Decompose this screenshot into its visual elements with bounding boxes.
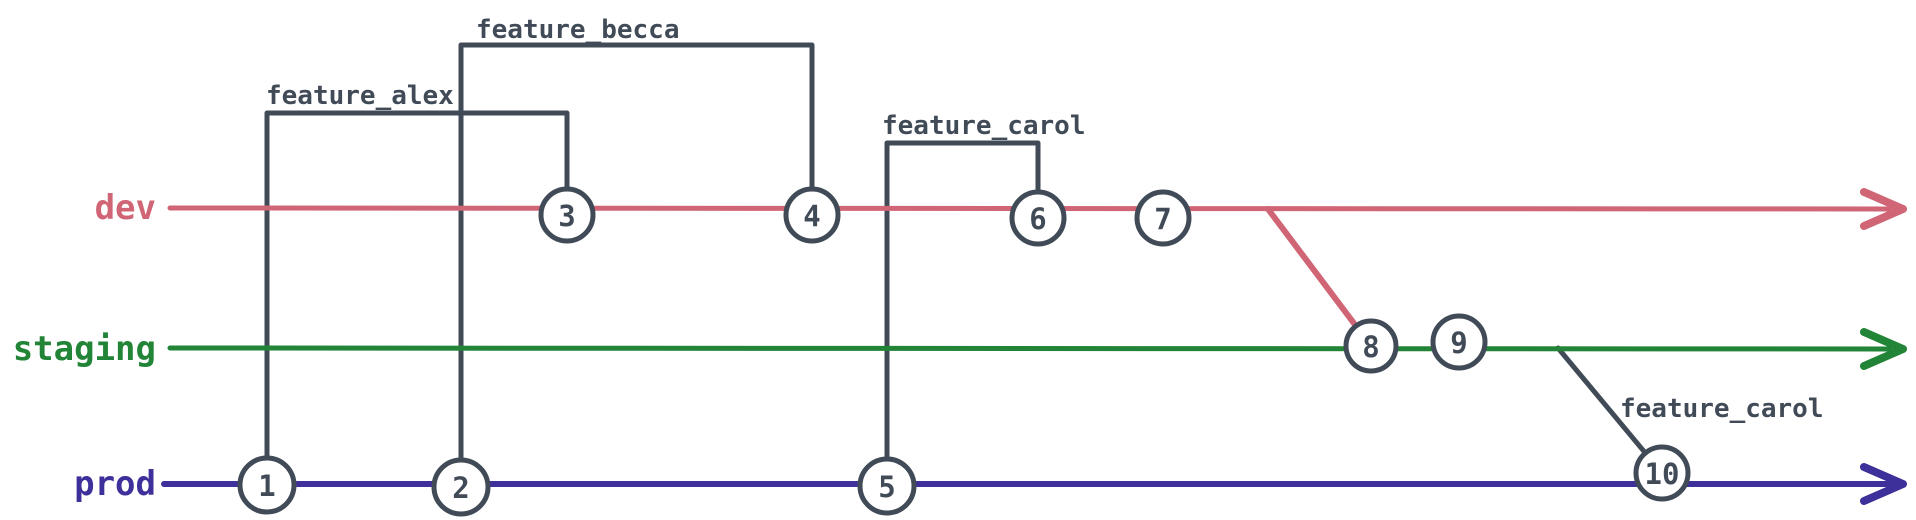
commit-label-7: 7 xyxy=(1154,202,1171,236)
commit-label-2: 2 xyxy=(452,471,469,505)
commit-circle-9 xyxy=(1430,313,1488,371)
branch-arrowhead-dev xyxy=(1860,188,1907,230)
commit-circle-4 xyxy=(783,186,841,244)
branch-label-staging: staging xyxy=(13,329,156,369)
commit-label-3: 3 xyxy=(558,199,575,233)
commit-circle-8 xyxy=(1343,318,1399,374)
feature-label-carol-2: feature_carol xyxy=(1620,394,1824,424)
commit-circle-10 xyxy=(1633,444,1691,502)
commit-circle-1 xyxy=(237,455,297,515)
merge-line-dev-to-staging xyxy=(1265,206,1374,349)
branch-label-prod: prod xyxy=(74,464,156,504)
commit-label-4: 4 xyxy=(803,199,820,233)
commit-label-8: 8 xyxy=(1362,330,1379,364)
feature-label-alex: feature_alex xyxy=(266,81,454,111)
feature-label-carol: feature_carol xyxy=(882,111,1086,141)
commit-circle-3 xyxy=(538,186,596,244)
feature-branch-carol-path xyxy=(884,140,1041,489)
commit-label-1: 1 xyxy=(258,469,275,503)
commit-label-5: 5 xyxy=(878,470,895,504)
commit-circle-5 xyxy=(857,456,917,516)
feature-label-becca: feature_becca xyxy=(476,15,680,45)
branch-arrowhead-staging xyxy=(1860,328,1907,370)
feature-branch-alex-path xyxy=(264,110,570,488)
commit-label-10: 10 xyxy=(1645,457,1680,491)
commit-label-9: 9 xyxy=(1450,326,1467,360)
commit-circle-6 xyxy=(1009,189,1067,247)
branch-label-dev: dev xyxy=(95,188,156,228)
branch-arrowhead-prod xyxy=(1860,463,1907,505)
feature-branch-becca-path xyxy=(458,42,815,490)
commit-circle-2 xyxy=(431,457,491,517)
commit-circle-7 xyxy=(1134,189,1192,247)
branch-line-staging xyxy=(167,345,1893,352)
commit-label-6: 6 xyxy=(1029,202,1046,236)
